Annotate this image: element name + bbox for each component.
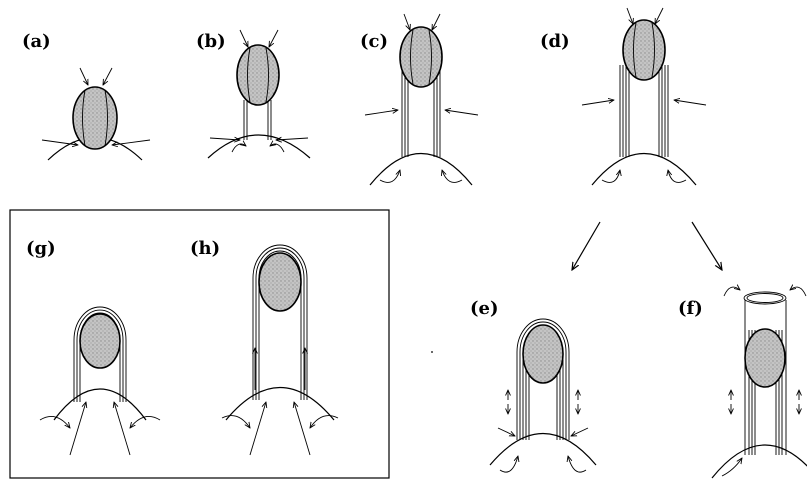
panel-label-c: (c)	[360, 31, 388, 52]
converging-arrow	[674, 100, 706, 105]
converging-arrow	[210, 138, 240, 140]
panel-label-a: (a)	[22, 31, 51, 52]
flux-tube-lines	[244, 100, 271, 140]
surface-arc	[370, 154, 472, 186]
converging-arrow	[582, 100, 614, 105]
panel-label-e: (e)	[470, 298, 499, 319]
surface-arc	[54, 389, 146, 420]
surface-arc	[490, 434, 596, 466]
inflow-arrow	[80, 68, 88, 85]
footpoint-flow-arrow	[232, 144, 246, 152]
footpoint-flow-arrow	[500, 456, 518, 472]
stippled-ellipse	[237, 45, 279, 105]
inflow-arrow	[240, 30, 248, 47]
footpoint-flow-arrow	[310, 416, 338, 428]
inflow-arrow	[432, 14, 440, 30]
inflow-arrow	[655, 8, 663, 24]
stippled-ellipse	[73, 87, 117, 149]
inflow-arrow	[404, 14, 410, 30]
footpoint-flow-arrow	[442, 170, 462, 182]
branch-arrow-to-f	[692, 222, 722, 270]
stippled-ellipse	[745, 329, 785, 387]
panel-label-b: (b)	[196, 31, 226, 52]
panel-h: (h)	[190, 238, 338, 455]
outflow-curl-arrow	[790, 287, 806, 296]
speck	[431, 351, 433, 353]
surface-arc	[226, 388, 334, 421]
stippled-ellipse	[400, 27, 442, 87]
panel-label-f: (f)	[678, 298, 703, 319]
surface-arc	[712, 445, 807, 478]
surface-arc	[592, 154, 696, 186]
upflow-arrow	[70, 402, 86, 455]
stippled-ellipse	[80, 314, 120, 368]
converging-arrow	[498, 428, 515, 436]
panel-label-h: (h)	[190, 238, 220, 259]
inflow-arrow	[103, 68, 112, 85]
converging-arrow	[571, 428, 588, 436]
footpoint-flow-arrow	[270, 144, 284, 152]
footpoint-flow-arrow	[222, 416, 250, 428]
converging-arrow	[365, 110, 398, 115]
panel-d: (d)	[540, 8, 706, 185]
stippled-ellipse	[259, 253, 301, 311]
outflow-curl-arrow	[724, 287, 740, 296]
stippled-ellipse	[523, 325, 563, 383]
panel-e: (e)	[470, 298, 596, 472]
panel-g: (g)	[26, 238, 160, 455]
panel-label-g: (g)	[26, 238, 56, 259]
upflow-arrow	[250, 402, 266, 455]
panel-f: (f)	[678, 287, 807, 478]
panel-a: (a)	[22, 31, 150, 160]
footpoint-flow-arrow	[380, 170, 400, 182]
converging-arrow	[445, 110, 478, 115]
upflow-arrow	[114, 402, 130, 455]
inflow-arrow	[269, 30, 278, 47]
stippled-ellipse	[623, 20, 665, 80]
panel-b: (b)	[196, 30, 310, 158]
open-tube-top-inner	[747, 294, 783, 303]
upflow-arrow	[294, 402, 310, 455]
branch-arrow-to-e	[572, 222, 600, 270]
footpoint-flow-arrow	[722, 458, 742, 476]
panel-c: (c)	[360, 14, 478, 185]
inflow-arrow	[627, 8, 633, 24]
panel-label-d: (d)	[540, 31, 570, 52]
footpoint-flow-arrow	[568, 456, 586, 472]
